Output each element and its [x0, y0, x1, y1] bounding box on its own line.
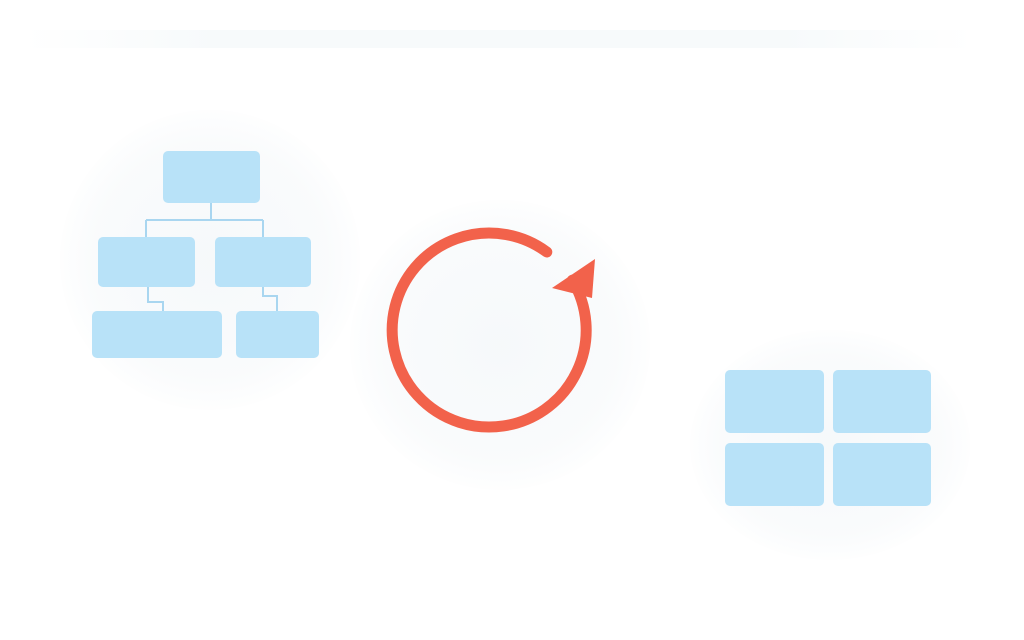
cycle-halo: [350, 200, 650, 490]
hierarchy-root-box: [163, 151, 260, 203]
connector-left-leaf: [147, 287, 164, 311]
hierarchy-right-child-box: [215, 237, 311, 287]
connector-right-leaf: [262, 287, 278, 311]
hierarchy-right-leaf-box: [236, 311, 319, 358]
grid-top-right-box: [833, 370, 931, 433]
grid-bottom-right-box: [833, 443, 931, 506]
grid-top-left-box: [725, 370, 824, 433]
top-divider-band: [24, 30, 974, 48]
grid-bottom-left-box: [725, 443, 824, 506]
hierarchy-left-child-box: [98, 237, 195, 287]
hierarchy-left-leaf-box: [92, 311, 222, 358]
cycle-arc: [386, 227, 592, 433]
cycle-arrowhead: [552, 259, 595, 298]
